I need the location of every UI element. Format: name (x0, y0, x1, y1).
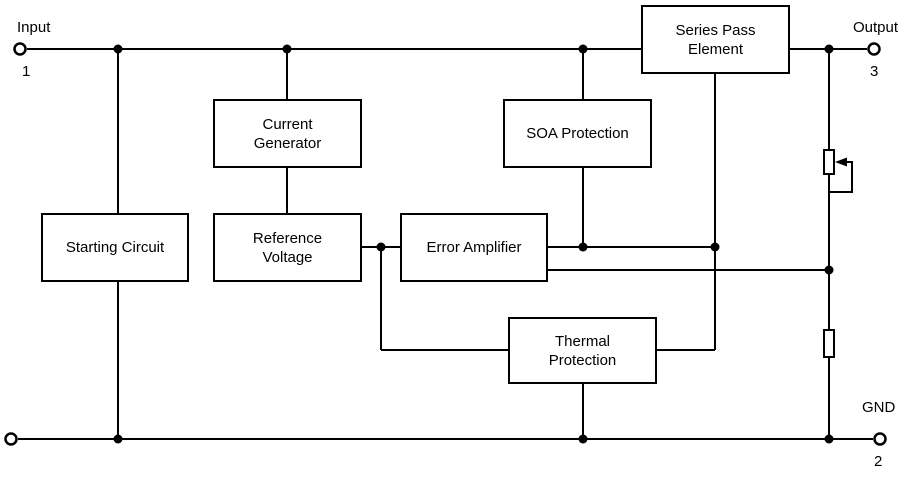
potentiometer-body (823, 149, 835, 175)
block-label: Thermal (554, 332, 610, 350)
junction-dot (824, 265, 834, 275)
junction-dot (824, 434, 834, 444)
input-terminal-label: Input (17, 19, 51, 36)
block-starting-circuit: Starting Circuit (41, 213, 189, 282)
junction-dot (824, 44, 834, 54)
junction-dot (113, 44, 123, 54)
potentiometer-wiper-arrow-icon (835, 157, 847, 167)
gnd-terminal-circle (873, 432, 887, 446)
block-soa-protection: SOA Protection (503, 99, 652, 168)
block-current-generator: Current Generator (213, 99, 362, 168)
bottom-left-terminal-circle (4, 432, 18, 446)
output-terminal-circle (867, 42, 881, 56)
block-label: Error Amplifier (426, 239, 522, 256)
junction-dot (578, 44, 588, 54)
junction-dot (578, 434, 588, 444)
block-label: Voltage (262, 248, 313, 266)
junction-dot (376, 242, 386, 252)
resistor-body (823, 329, 835, 358)
block-label: Protection (548, 351, 617, 369)
gnd-pin-number: 2 (874, 453, 883, 470)
block-series-pass-element: Series Pass Element (641, 5, 790, 74)
junction-dot (282, 44, 292, 54)
block-label: Element (687, 40, 744, 58)
output-terminal-label: Output (853, 19, 899, 36)
gnd-terminal-label: GND (862, 399, 896, 416)
junction-dot (578, 242, 588, 252)
block-label: Current (262, 115, 313, 133)
block-label: Series Pass (675, 21, 756, 39)
junction-dot (113, 434, 123, 444)
block-label: Reference (252, 229, 323, 247)
potentiometer-wiper-wire (829, 161, 853, 193)
block-error-amplifier: Error Amplifier (400, 213, 548, 282)
output-pin-number: 3 (870, 63, 879, 80)
block-reference-voltage: Reference Voltage (213, 213, 362, 282)
block-thermal-protection: Thermal Protection (508, 317, 657, 384)
input-pin-number: 1 (22, 63, 31, 80)
block-label: Generator (253, 134, 322, 152)
input-terminal-circle (13, 42, 27, 56)
junction-dot (710, 242, 720, 252)
block-label: Starting Circuit (65, 239, 165, 256)
block-label: SOA Protection (526, 125, 629, 142)
